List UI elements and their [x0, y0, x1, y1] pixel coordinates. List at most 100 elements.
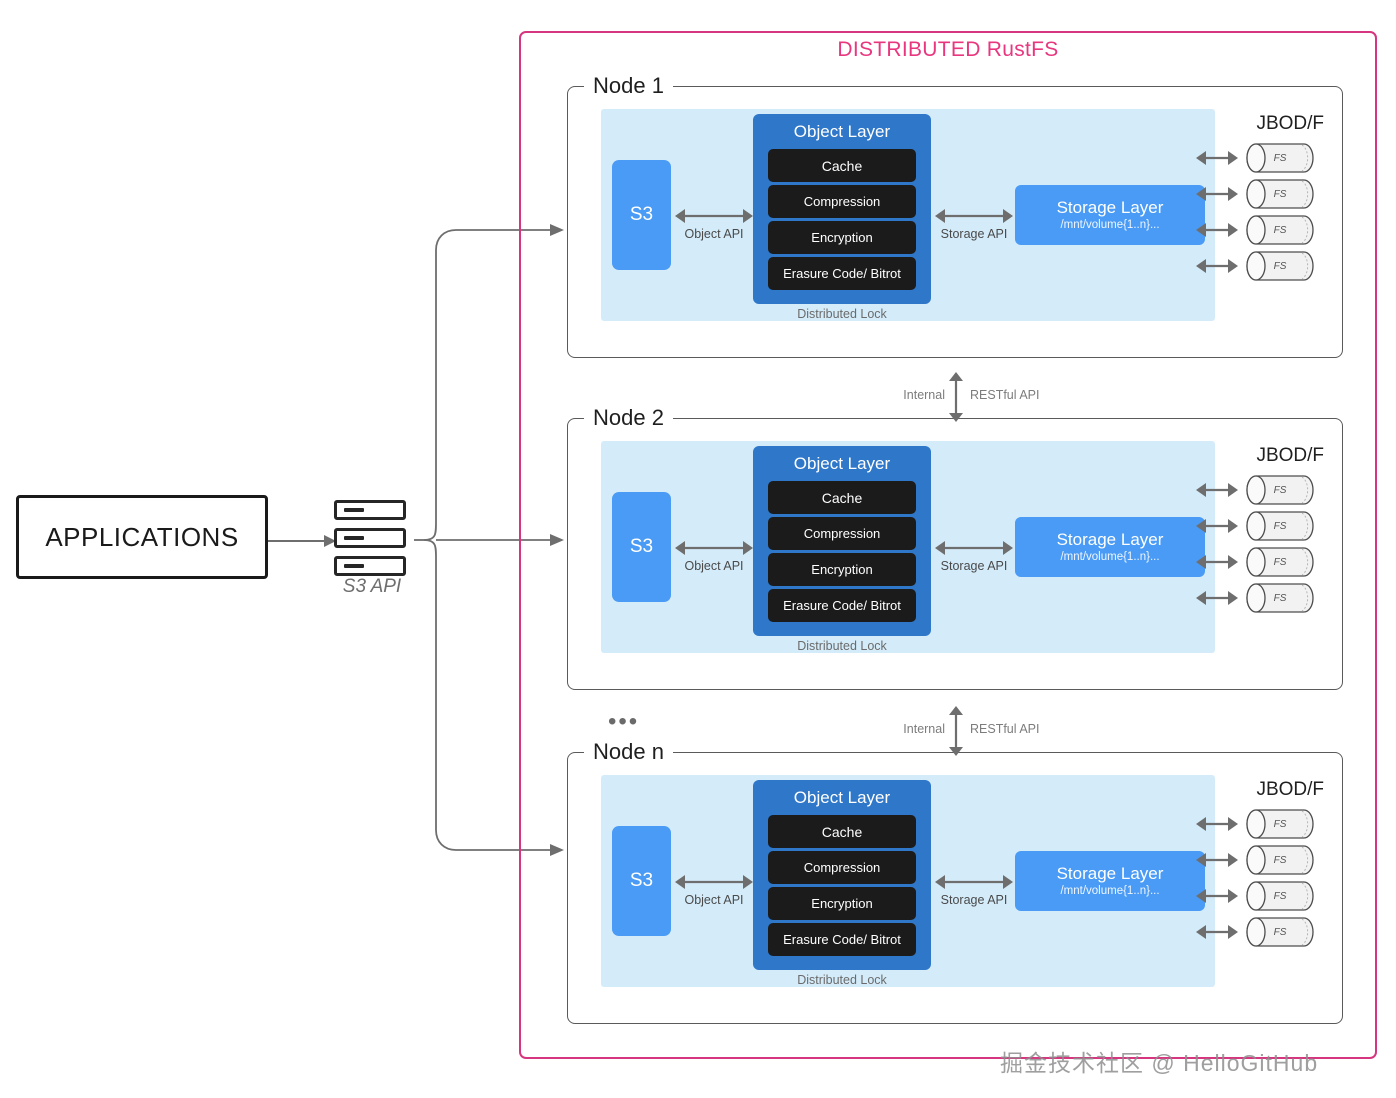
fs-disk-label: FS	[1273, 890, 1287, 902]
jbod-disk-row: FS	[1196, 215, 1326, 245]
restful-api-label: RESTful API	[970, 722, 1040, 736]
object-api-arrow	[675, 541, 753, 555]
disk-arrow-icon	[1196, 519, 1238, 533]
fs-disk: FS	[1246, 475, 1314, 505]
object-api-label: Object API	[684, 559, 744, 573]
fs-disk-icon	[1246, 475, 1314, 505]
storage-layer-title: Storage Layer	[1056, 864, 1164, 883]
jbod-disk-row: FS	[1196, 583, 1326, 613]
fs-disk-icon	[1246, 547, 1314, 577]
jbod-disk-row: FS	[1196, 475, 1326, 505]
object-api-arrow-icon	[675, 875, 753, 889]
fs-disk-icon	[1246, 215, 1314, 245]
disk-arrow-icon	[1196, 187, 1238, 201]
storage-api-arrow-icon	[935, 875, 1013, 889]
internode-arrow-icon	[949, 706, 963, 756]
object-layer-item-label: Encryption	[811, 562, 873, 577]
server-rack-unit	[334, 556, 406, 576]
storage-api-label: Storage API	[940, 893, 1008, 907]
fs-disk-label: FS	[1273, 484, 1287, 496]
storage-layer: Storage Layer/mnt/volume{1..n}...	[1015, 185, 1205, 245]
jbod-disk-row: FS	[1196, 251, 1326, 281]
object-layer-item: Cache	[768, 815, 916, 848]
s3-label: S3	[629, 536, 654, 557]
storage-to-disk-arrow	[1196, 925, 1238, 939]
nodes-ellipsis: •••	[608, 708, 640, 735]
object-layer-item-label: Cache	[821, 157, 863, 174]
fs-disk-label: FS	[1273, 188, 1287, 200]
jbod-label: JBOD/F	[1256, 445, 1324, 466]
jbod-disk-row: FS	[1196, 809, 1326, 839]
object-layer-item: Compression	[768, 185, 916, 218]
storage-to-disk-arrow	[1196, 817, 1238, 831]
object-layer-item: Erasure Code/ Bitrot	[768, 589, 916, 622]
applications-label: APPLICATIONS	[45, 521, 239, 552]
fs-disk-label: FS	[1273, 818, 1287, 830]
storage-to-disk-arrow	[1196, 519, 1238, 533]
node-label: Node 2	[584, 405, 673, 431]
storage-api-label: Storage API	[940, 227, 1008, 241]
fs-disk: FS	[1246, 179, 1314, 209]
object-layer-item: Erasure Code/ Bitrot	[768, 923, 916, 956]
object-layer-item: Encryption	[768, 887, 916, 920]
object-layer-item: Compression	[768, 851, 916, 884]
fs-disk-label: FS	[1273, 592, 1287, 604]
disk-arrow-icon	[1196, 259, 1238, 273]
storage-to-disk-arrow	[1196, 889, 1238, 903]
object-api-arrow-icon	[675, 541, 753, 555]
object-layer-item-label: Compression	[803, 860, 881, 875]
storage-to-disk-arrow	[1196, 259, 1238, 273]
storage-api-label: Storage API	[940, 559, 1008, 573]
object-api-label: Object API	[684, 893, 744, 907]
fs-disk: FS	[1246, 215, 1314, 245]
fs-disk-label: FS	[1273, 260, 1287, 272]
fs-disk-icon	[1246, 251, 1314, 281]
object-api-arrow	[675, 209, 753, 223]
fs-disk-icon	[1246, 179, 1314, 209]
fs-disk: FS	[1246, 809, 1314, 839]
jbod-disk-row: FS	[1196, 917, 1326, 947]
disk-arrow-icon	[1196, 151, 1238, 165]
fs-disk-label: FS	[1273, 854, 1287, 866]
disk-arrow-icon	[1196, 483, 1238, 497]
object-layer-title: Object Layer	[793, 788, 891, 807]
internode-arrow	[948, 372, 964, 422]
restful-api-label: RESTful API	[970, 388, 1040, 402]
storage-api-arrow	[935, 541, 1013, 555]
storage-layer: Storage Layer/mnt/volume{1..n}...	[1015, 851, 1205, 911]
object-layer-item-label: Erasure Code/ Bitrot	[783, 266, 901, 281]
jbod-disk-row: FS	[1196, 143, 1326, 173]
fs-disk: FS	[1246, 881, 1314, 911]
storage-to-disk-arrow	[1196, 151, 1238, 165]
watermark: 掘金技术社区 @ HelloGitHub	[1000, 1050, 1319, 1076]
s3-label: S3	[629, 870, 654, 891]
object-layer-title: Object Layer	[793, 122, 891, 141]
fs-disk-label: FS	[1273, 152, 1287, 164]
disk-arrow-icon	[1196, 925, 1238, 939]
jbod-disk-row: FS	[1196, 179, 1326, 209]
storage-to-disk-arrow	[1196, 187, 1238, 201]
disk-arrow-icon	[1196, 555, 1238, 569]
fs-disk-icon	[1246, 917, 1314, 947]
object-layer-item: Encryption	[768, 221, 916, 254]
internode-arrow-icon	[949, 372, 963, 422]
fs-disk-label: FS	[1273, 224, 1287, 236]
storage-api-arrow	[935, 209, 1013, 223]
jbod-disk-row: FS	[1196, 547, 1326, 577]
storage-to-disk-arrow	[1196, 555, 1238, 569]
object-layer-item-label: Erasure Code/ Bitrot	[783, 932, 901, 947]
jbod-label: JBOD/F	[1256, 113, 1324, 134]
object-layer-item: Encryption	[768, 553, 916, 586]
storage-api-arrow-icon	[935, 209, 1013, 223]
object-layer-item-label: Cache	[821, 823, 863, 840]
